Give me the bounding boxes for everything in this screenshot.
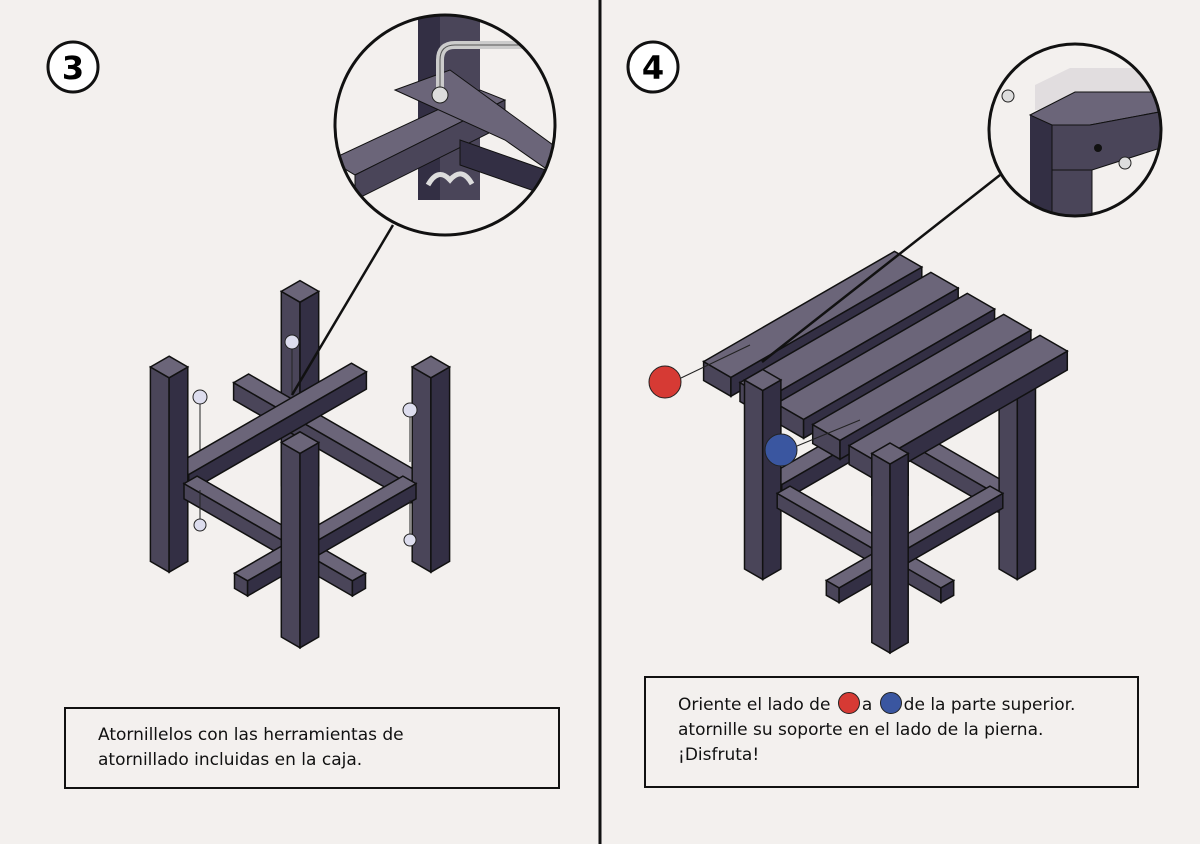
stool-frame-step-3: [148, 279, 452, 650]
detail-magnifier-step-4: [761, 42, 1163, 363]
wing-nut-icon: [425, 171, 475, 187]
blue-dot-icon: [879, 692, 902, 714]
screw-icons: [192, 334, 418, 547]
side-markers: [648, 344, 861, 467]
wing-nut-icon: [403, 500, 417, 547]
step-4-badge: 4: [626, 40, 680, 94]
screw-icon: [192, 389, 208, 450]
wing-nut-icon: [193, 490, 207, 532]
leg-right: [997, 368, 1038, 581]
step-4-caption: Oriente el lado de a de la parte superio…: [644, 676, 1139, 788]
caption-text: a: [861, 695, 873, 715]
leg-front: [279, 430, 321, 650]
leg-left: [148, 355, 190, 574]
caption-text: de la parte superior.: [903, 695, 1076, 715]
stool-assembled-step-4: [702, 250, 1069, 655]
red-side-marker: [648, 365, 682, 399]
leg-front: [870, 442, 910, 655]
step-4-number: 4: [642, 49, 664, 87]
caption-text: Oriente el lado de: [678, 695, 831, 715]
step-3-caption-line-2: atornillado incluidas en la caja.: [98, 750, 363, 770]
screw-icon: [402, 402, 418, 462]
step-4-caption-line-1: Oriente el lado de a de la parte superio…: [678, 692, 1137, 718]
step-3-badge: 3: [46, 40, 100, 94]
step-4-caption-line-2: atornille su soporte en el lado de la pi…: [678, 720, 1044, 740]
blue-side-marker: [764, 433, 798, 467]
detail-magnifier-step-3: [290, 13, 557, 396]
step-4-caption-line-3: ¡Disfruta!: [678, 745, 760, 765]
wing-nut-icon: [1118, 156, 1132, 170]
red-dot-icon: [837, 692, 860, 714]
screw-icon: [284, 334, 300, 395]
step-3-caption-line-1: Atornillelos con las herramientas de: [98, 725, 404, 745]
screw-icon: [1001, 89, 1015, 103]
leg-right: [410, 355, 452, 574]
step-3-caption: Atornillelos con las herramientas de ato…: [64, 707, 560, 789]
leg-left: [742, 368, 783, 581]
step-3-number: 3: [62, 49, 84, 87]
screw-head-icon: [431, 86, 449, 104]
